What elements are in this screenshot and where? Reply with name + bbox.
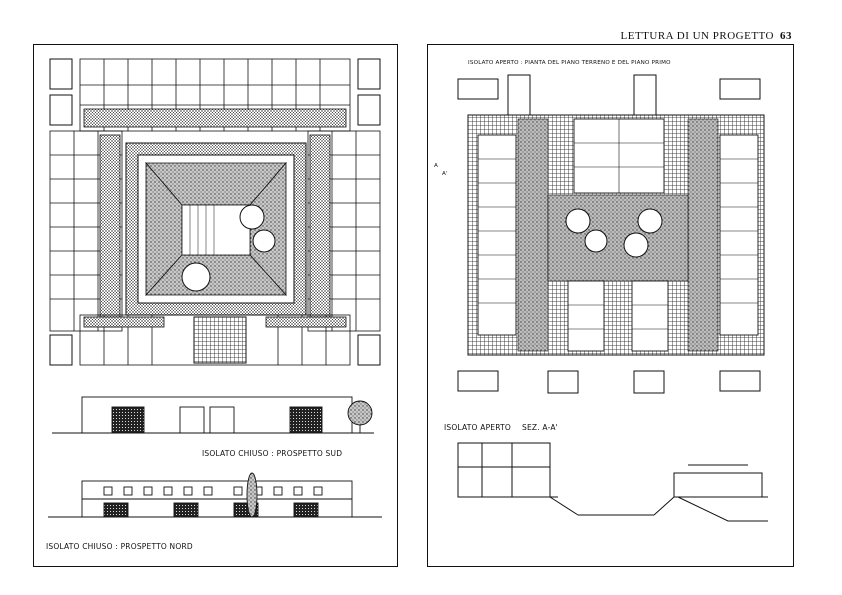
closed-block-panel: ISOLATO CHIUSO : PROSPETTO SUD ISOLATO C… bbox=[33, 44, 398, 567]
running-title: LETTURA DI UN PROGETTO bbox=[620, 30, 774, 42]
page-number: 63 bbox=[780, 30, 792, 42]
left-housing-column bbox=[49, 130, 123, 332]
open-block-corner-buildings bbox=[457, 74, 761, 394]
caption-south-elevation: ISOLATO CHIUSO : PROSPETTO SUD bbox=[202, 449, 343, 458]
green-strip-left bbox=[517, 118, 549, 352]
entrance-paving bbox=[193, 316, 247, 364]
central-courtyard bbox=[125, 142, 307, 316]
section-label: SEZ. A-A' bbox=[522, 423, 558, 432]
caption-section: ISOLATO APERTO bbox=[444, 423, 511, 432]
corner-blocks bbox=[49, 58, 381, 366]
top-housing-row bbox=[79, 58, 351, 132]
section-marker-a: A bbox=[434, 163, 439, 169]
open-block-trees bbox=[565, 208, 663, 258]
closed-block-drawing bbox=[48, 58, 382, 518]
open-block-panel: ISOLATO APERTO : PIANTA DEL PIANO TERREN… bbox=[427, 44, 794, 567]
north-elevation bbox=[48, 472, 382, 518]
central-garden bbox=[547, 194, 689, 282]
open-block-drawing bbox=[457, 74, 768, 522]
open-block-housing bbox=[477, 118, 759, 352]
running-header: LETTURA DI UN PROGETTO 63 bbox=[621, 30, 792, 42]
caption-north-elevation: ISOLATO CHIUSO : PROSPETTO NORD bbox=[46, 542, 193, 551]
right-housing-column bbox=[307, 130, 381, 332]
south-elevation bbox=[52, 396, 374, 434]
section-marker-a-prime: A' bbox=[442, 171, 448, 177]
green-strip-right bbox=[687, 118, 719, 352]
courtyard-trees bbox=[181, 204, 276, 292]
caption-plan: ISOLATO APERTO : PIANTA DEL PIANO TERREN… bbox=[468, 60, 671, 66]
section-drawing bbox=[457, 442, 768, 522]
